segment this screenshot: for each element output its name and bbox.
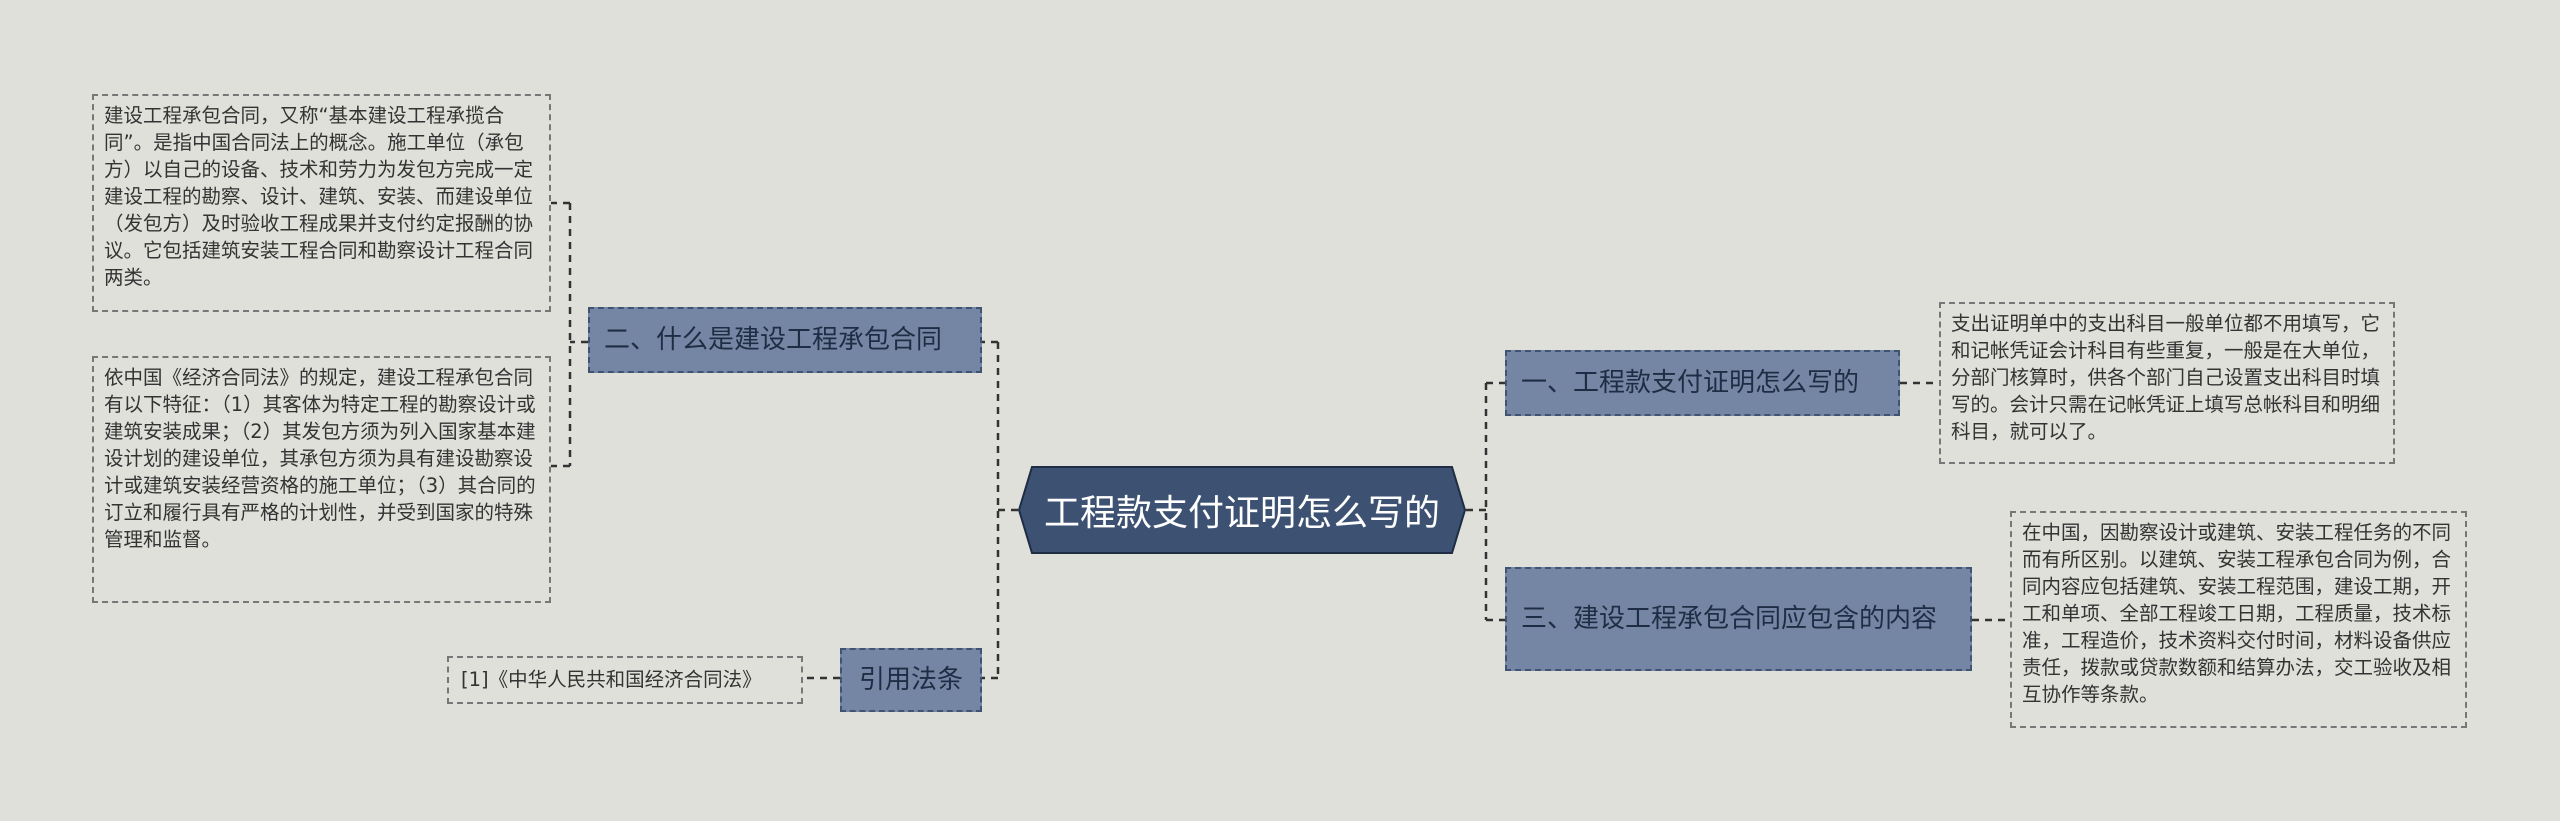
branch-what-is-contract[interactable]: 二、什么是建设工程承包合同	[588, 307, 982, 373]
leaf-text: 支出证明单中的支出科目一般单位都不用填写，它和记帐凭证会计科目有些重复，一般是在…	[1951, 312, 2381, 443]
leaf-text: 在中国，因勘察设计或建筑、安装工程任务的不同而有所区别。以建筑、安装工程承包合同…	[2022, 521, 2452, 706]
root-label: 工程款支付证明怎么写的	[1043, 493, 1440, 534]
branch-label: 引用法条	[858, 665, 963, 695]
leaf-text: [1]《中华人民共和国经济合同法》	[461, 668, 762, 691]
branch-label: 二、什么是建设工程承包合同	[604, 325, 943, 355]
branch-how-to-write[interactable]: 一、工程款支付证明怎么写的	[1505, 350, 1900, 416]
branch-label: 三、建设工程承包合同应包含的内容	[1521, 604, 1938, 634]
branch-label: 一、工程款支付证明怎么写的	[1521, 368, 1860, 398]
root-hexagon-shape	[1018, 466, 1466, 554]
leaf-law-reference[interactable]: [1]《中华人民共和国经济合同法》	[447, 656, 803, 704]
leaf-text: 依中国《经济合同法》的规定，建设工程承包合同有以下特征：（1）其客体为特定工程的…	[104, 366, 536, 551]
root-node[interactable]: 工程款支付证明怎么写的	[1018, 466, 1466, 554]
connector-root-right	[1466, 383, 1488, 620]
leaf-expense-proof[interactable]: 支出证明单中的支出科目一般单位都不用填写，它和记帐凭证会计科目有些重复，一般是在…	[1939, 302, 2395, 464]
connector-root-left	[996, 342, 1018, 678]
branch-cited-law[interactable]: 引用法条	[840, 648, 982, 712]
leaf-text: 建设工程承包合同，又称“基本建设工程承揽合同”。是指中国合同法上的概念。施工单位…	[104, 104, 534, 289]
branch-contract-content[interactable]: 三、建设工程承包合同应包含的内容	[1505, 567, 1972, 671]
leaf-contract-features[interactable]: 依中国《经济合同法》的规定，建设工程承包合同有以下特征：（1）其客体为特定工程的…	[92, 356, 551, 603]
leaf-contract-definition[interactable]: 建设工程承包合同，又称“基本建设工程承揽合同”。是指中国合同法上的概念。施工单位…	[92, 94, 551, 312]
leaf-contract-clauses[interactable]: 在中国，因勘察设计或建筑、安装工程任务的不同而有所区别。以建筑、安装工程承包合同…	[2010, 511, 2467, 728]
connector-left-leaf-group	[568, 203, 588, 466]
